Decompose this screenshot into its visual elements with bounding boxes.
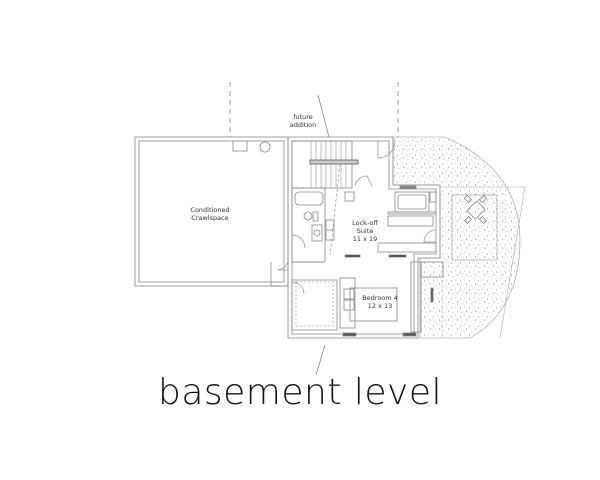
- room-label-lockoff-suite: Lock-off Suite 11 x 19: [340, 219, 390, 243]
- room-name: Bedroom 4: [362, 294, 398, 302]
- room-name-2: Crawlspace: [191, 214, 229, 222]
- future-addition-lines: [229, 82, 399, 137]
- annotation-line-1: future: [293, 113, 313, 121]
- annotation-leader: [317, 94, 330, 138]
- patio-area: [392, 136, 526, 339]
- room-label-bedroom-4: Bedroom 4 12 x 13: [355, 294, 405, 310]
- room-size: 12 x 13: [367, 302, 393, 310]
- room-size: 11 x 19: [352, 235, 378, 243]
- plan-title: basement level: [157, 372, 442, 413]
- room-name-2: Suite: [356, 227, 374, 235]
- patio-table-icon: [463, 194, 488, 225]
- room-name: Lock-off: [352, 219, 378, 227]
- future-addition-label: future addition: [283, 113, 323, 129]
- annotation-line-2: addition: [289, 121, 317, 129]
- room-name: Conditioned: [190, 206, 230, 214]
- room-label-crawlspace: Conditioned Crawlspace: [180, 206, 240, 222]
- house-walls: [270, 136, 444, 339]
- title-leader: [315, 344, 326, 376]
